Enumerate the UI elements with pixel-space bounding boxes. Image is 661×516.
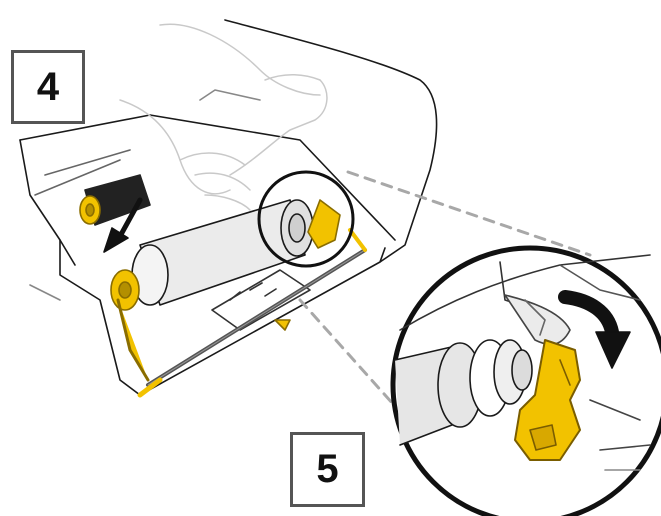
hand-icon bbox=[119, 23, 328, 211]
rotate-arrow-icon bbox=[558, 290, 631, 369]
step-4-label: 4 bbox=[11, 50, 85, 124]
printer-body bbox=[19, 19, 438, 396]
step-5-label: 5 bbox=[290, 432, 365, 507]
ribbon-roll-icon bbox=[110, 199, 367, 398]
ribbon-roll-top bbox=[79, 174, 151, 226]
insert-arrow-icon bbox=[103, 197, 143, 253]
magnifier-circle-icon bbox=[257, 170, 355, 268]
zoom-leader-lines bbox=[298, 170, 592, 492]
zoom-detail bbox=[390, 245, 661, 516]
